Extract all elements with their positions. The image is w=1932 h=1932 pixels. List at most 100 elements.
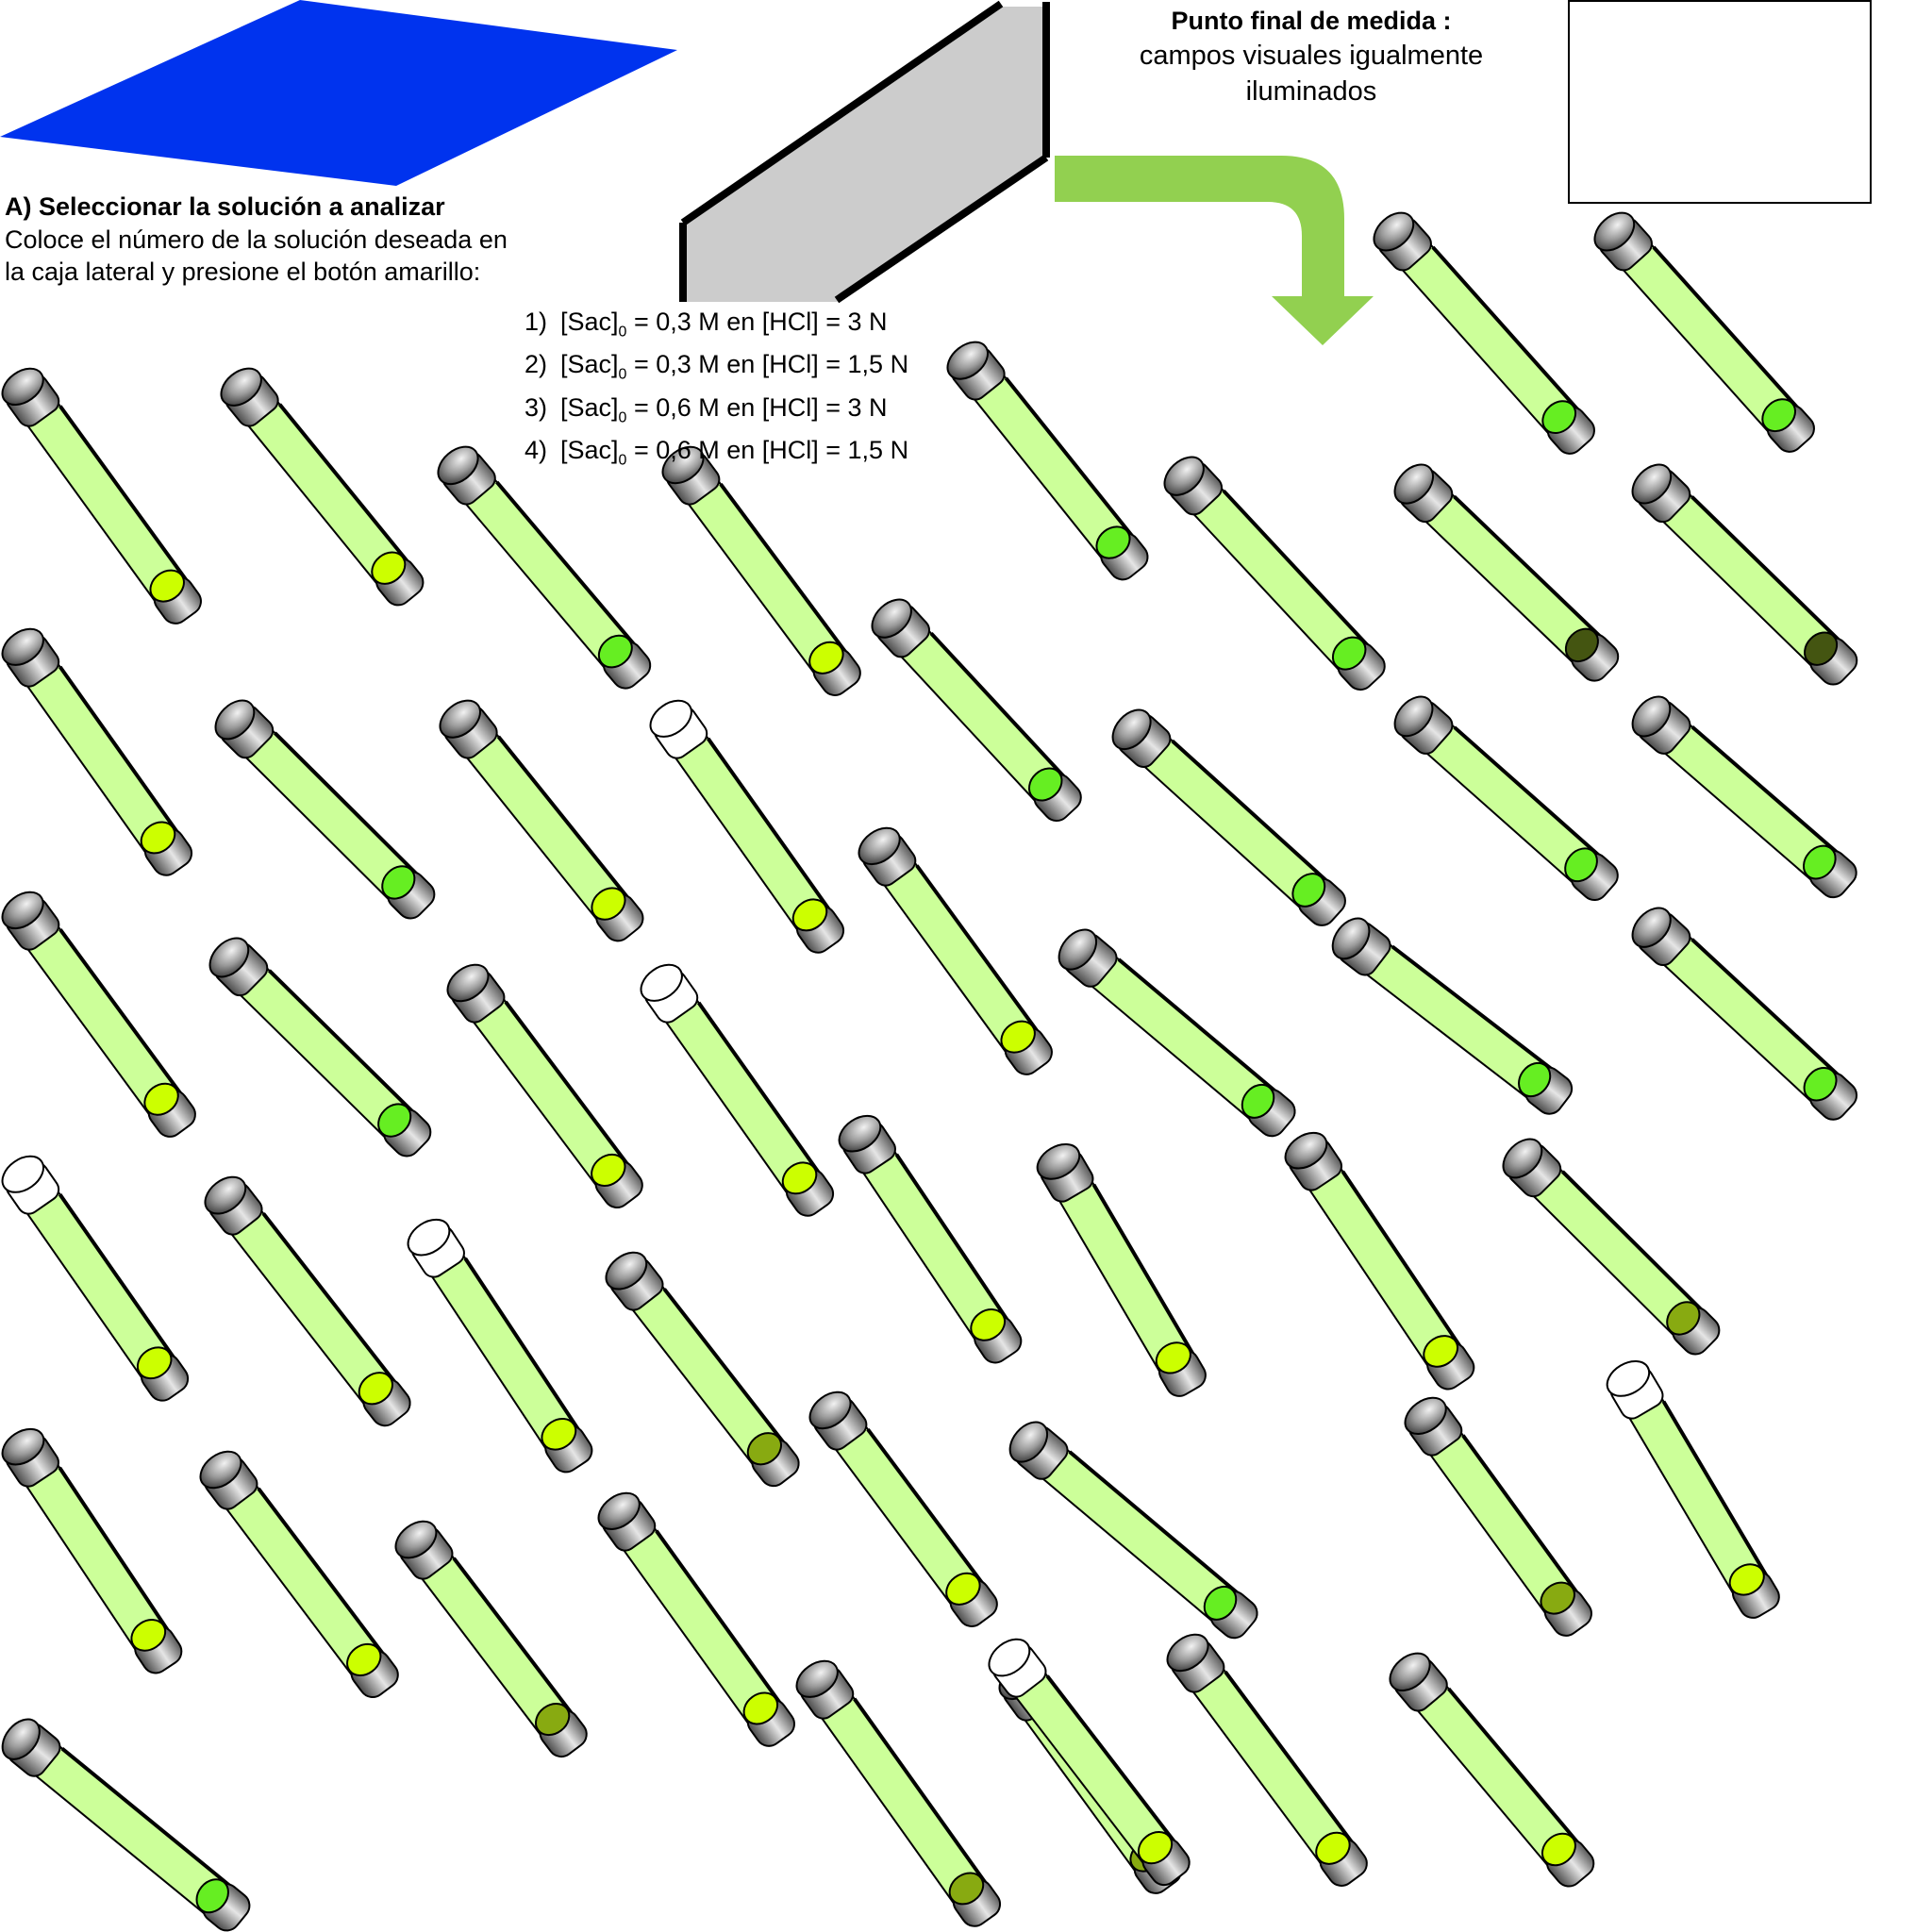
test-tube[interactable] xyxy=(1367,206,1601,460)
test-tube[interactable] xyxy=(1003,1415,1264,1645)
liquid-sample xyxy=(781,1161,818,1195)
endpoint-description: campos visuales igualmente iluminados xyxy=(1094,38,1528,109)
test-tube[interactable] xyxy=(941,335,1155,587)
tube-cap-top xyxy=(605,1251,648,1291)
test-tube[interactable] xyxy=(591,1486,801,1753)
test-tube[interactable] xyxy=(0,885,202,1143)
tube-cap-top xyxy=(1,627,44,666)
liquid-sample xyxy=(358,1372,393,1406)
instructions-body: Coloce el número de la solución deseada … xyxy=(5,225,508,287)
instructions-title: A) Seleccionar la solución a analizar xyxy=(5,192,445,221)
screen-outline xyxy=(679,0,1050,304)
test-tube[interactable] xyxy=(402,1212,599,1478)
endpoint-description-line: iluminados xyxy=(1245,76,1377,107)
test-tube[interactable] xyxy=(0,361,208,630)
tube-cap-top xyxy=(446,963,490,1003)
test-tube[interactable] xyxy=(599,1245,806,1492)
tube-cap-top xyxy=(597,1491,641,1530)
liquid-sample xyxy=(1761,398,1796,433)
endpoint-description-line: campos visuales igualmente xyxy=(1139,41,1484,71)
tube-cap-top xyxy=(946,341,989,380)
liquid-sample xyxy=(791,898,828,932)
liquid-sample xyxy=(1540,1581,1575,1615)
tube-cap-top xyxy=(437,445,479,486)
liquid-sample xyxy=(1423,1335,1459,1368)
liquid-sample xyxy=(1802,844,1837,880)
test-tube[interactable] xyxy=(1398,1391,1598,1642)
tube-cap-top xyxy=(808,1391,852,1430)
tube-cap-top xyxy=(394,1520,438,1559)
test-tube[interactable] xyxy=(203,931,438,1163)
tube-cap-top xyxy=(661,445,705,485)
tube-cap-top xyxy=(204,1175,247,1215)
liquid-sample xyxy=(1027,767,1063,802)
test-tube[interactable] xyxy=(656,440,867,702)
test-tube[interactable] xyxy=(0,1712,256,1932)
tube-cap-top xyxy=(640,963,683,1002)
test-tube[interactable] xyxy=(198,1170,417,1432)
tube-cap-top xyxy=(1606,1359,1651,1397)
test-tube[interactable] xyxy=(1496,1132,1726,1361)
tube-cap-top xyxy=(1404,1396,1447,1436)
solution-item: 3)[Sac]0 = 0,6 M en [HCl] = 3 N xyxy=(525,392,888,426)
test-tube[interactable] xyxy=(208,693,441,925)
tube-cap-top xyxy=(1631,695,1672,738)
test-tube[interactable] xyxy=(865,592,1088,828)
liquid-sample xyxy=(1331,636,1367,671)
tube-cap-top xyxy=(1631,463,1673,505)
test-tube[interactable] xyxy=(1158,450,1391,697)
test-tube[interactable] xyxy=(1388,690,1624,907)
test-tube[interactable] xyxy=(833,1108,1028,1369)
test-tube[interactable] xyxy=(1601,1354,1786,1624)
tube-cap-top xyxy=(1166,1633,1209,1673)
test-tube[interactable] xyxy=(1279,1125,1481,1395)
test-tube[interactable] xyxy=(1106,703,1352,932)
test-tube[interactable] xyxy=(0,1149,194,1407)
test-tube[interactable] xyxy=(1325,911,1578,1121)
test-tube[interactable] xyxy=(433,693,650,948)
liquid-sample xyxy=(1137,1831,1174,1865)
sample-field-box xyxy=(1568,0,1872,204)
test-tube[interactable] xyxy=(1052,923,1302,1143)
test-tube[interactable] xyxy=(1388,458,1625,688)
test-tube[interactable] xyxy=(982,1632,1196,1891)
test-tube[interactable] xyxy=(1625,901,1864,1126)
test-tube[interactable] xyxy=(1160,1627,1374,1892)
test-tube[interactable] xyxy=(441,958,649,1214)
liquid-sample xyxy=(1155,1341,1191,1374)
test-tube[interactable] xyxy=(193,1444,405,1704)
liquid-sample xyxy=(597,634,633,669)
test-tube[interactable] xyxy=(1625,690,1863,905)
liquid-sample xyxy=(1541,1832,1576,1867)
tube-cap-top xyxy=(1502,1138,1543,1179)
test-tube[interactable] xyxy=(0,1422,188,1679)
liquid-sample xyxy=(1095,525,1131,559)
liquid-sample xyxy=(1518,1061,1552,1098)
test-tube[interactable] xyxy=(389,1514,593,1763)
test-tube[interactable] xyxy=(431,440,658,695)
test-tube[interactable] xyxy=(0,622,198,881)
tube-cap-top xyxy=(1008,1421,1049,1463)
test-tube[interactable] xyxy=(803,1385,1004,1633)
test-tube[interactable] xyxy=(214,361,430,612)
tube-cap-top xyxy=(1393,463,1435,505)
liquid-sample xyxy=(136,1346,173,1380)
test-tube[interactable] xyxy=(852,821,1058,1081)
blue-plate xyxy=(0,0,677,186)
test-tube[interactable] xyxy=(1625,458,1864,691)
tube-cap-top xyxy=(1389,1652,1431,1692)
liquid-sample xyxy=(945,1572,981,1606)
test-tube[interactable] xyxy=(1031,1137,1212,1402)
solution-list: 1)[Sac]0 = 0,3 M en [HCl] = 3 N 2)[Sac]0… xyxy=(525,306,908,477)
test-tube[interactable] xyxy=(634,958,840,1222)
green-arrow-icon xyxy=(1055,156,1374,345)
test-tube[interactable] xyxy=(1383,1646,1601,1893)
tube-cap-top xyxy=(1163,456,1205,496)
test-tube[interactable] xyxy=(790,1654,1007,1932)
liquid-sample xyxy=(1291,873,1326,908)
test-tube[interactable] xyxy=(643,693,850,958)
liquid-sample xyxy=(591,1153,626,1187)
test-tube[interactable] xyxy=(1588,206,1821,458)
liquid-sample xyxy=(381,865,416,900)
